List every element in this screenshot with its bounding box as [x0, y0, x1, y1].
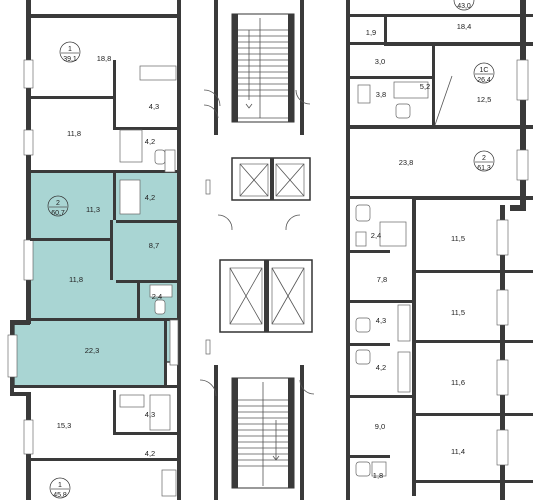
top-stair-steps: [238, 29, 288, 97]
apt-badge-60-7: 2 60,7: [47, 195, 69, 217]
left-section-walls: [7, 0, 181, 500]
room-11-5-a: 11,5: [451, 234, 465, 243]
apt-area: 60,7: [51, 210, 65, 217]
room-23-8: 23,8: [399, 158, 414, 167]
room-1-9: 1,9: [366, 28, 376, 37]
apt-area: 45,8: [53, 492, 67, 499]
room-18-4: 18,4: [457, 22, 472, 31]
apt-rooms: 2: [56, 200, 60, 207]
apt-area: 39,1: [63, 56, 77, 63]
room-2-4-highlight: 2,4: [152, 292, 162, 301]
apt-badge-43-0: 43,0: [453, 0, 475, 11]
room-4-3-top-left: 4,3: [149, 102, 159, 111]
room-11-3-highlight: 11,3: [86, 205, 100, 214]
room-15-3: 15,3: [57, 421, 72, 430]
room-4-3-bottom-left: 4,3: [145, 410, 155, 419]
apt-rooms: 1С: [480, 67, 489, 74]
apartment-badges: 1 39,1 2 60,7 1 45,8 43,0 1С 26,4: [47, 0, 495, 499]
room-18-8: 18,8: [97, 54, 112, 63]
central-core: [199, 0, 315, 500]
apt-rooms: 1: [68, 46, 72, 53]
room-2-4-right: 2,4: [371, 231, 381, 240]
apt-area: 26,4: [477, 77, 491, 84]
apt-rooms: 2: [482, 155, 486, 162]
apt-area: 43,0: [457, 3, 471, 10]
stair-arrow-icon-bottom: [272, 420, 280, 461]
room-4-3-right: 4,3: [376, 316, 386, 325]
stair-arrow-icon: [245, 30, 253, 109]
apt-badge-61-3: 2 61,3: [473, 150, 495, 172]
room-9-0: 9,0: [375, 422, 385, 431]
room-11-8-top-left: 11,8: [67, 129, 81, 138]
apt-badge-26-4: 1С 26,4: [473, 62, 495, 84]
room-8-7-highlight: 8,7: [149, 241, 159, 250]
room-4-2-top-left: 4,2: [145, 137, 155, 146]
room-11-5-b: 11,5: [451, 308, 465, 317]
room-1-8: 1,8: [373, 471, 383, 480]
apt-badge-45-8: 1 45,8: [49, 477, 71, 499]
room-4-2-bottom-left: 4,2: [145, 449, 155, 458]
room-7-8: 7,8: [377, 275, 387, 284]
room-3-8: 3,8: [376, 90, 386, 99]
right-section-walls: [346, 0, 533, 500]
room-5-2: 5,2: [420, 82, 430, 91]
apt-badge-39-1: 1 39,1: [59, 41, 81, 63]
room-22-3-highlight: 22,3: [85, 346, 100, 355]
room-11-8-highlight: 11,8: [69, 275, 83, 284]
room-12-5: 12,5: [477, 95, 492, 104]
apt-rooms: 1: [58, 482, 62, 489]
room-4-2-highlight: 4,2: [145, 193, 155, 202]
room-labels: 18,8 4,3 11,8 4,2 11,3 4,2 8,7 11,8 2,4 …: [57, 22, 492, 480]
room-11-4: 11,4: [451, 447, 465, 456]
room-4-2-right: 4,2: [376, 363, 386, 372]
room-3-0: 3,0: [375, 57, 385, 66]
room-11-6: 11,6: [451, 378, 465, 387]
left-bathroom-fixtures: [119, 65, 179, 497]
bottom-stair-steps: [238, 399, 288, 467]
right-bathroom-fixtures: [355, 75, 453, 477]
apt-area: 61,3: [477, 165, 491, 172]
